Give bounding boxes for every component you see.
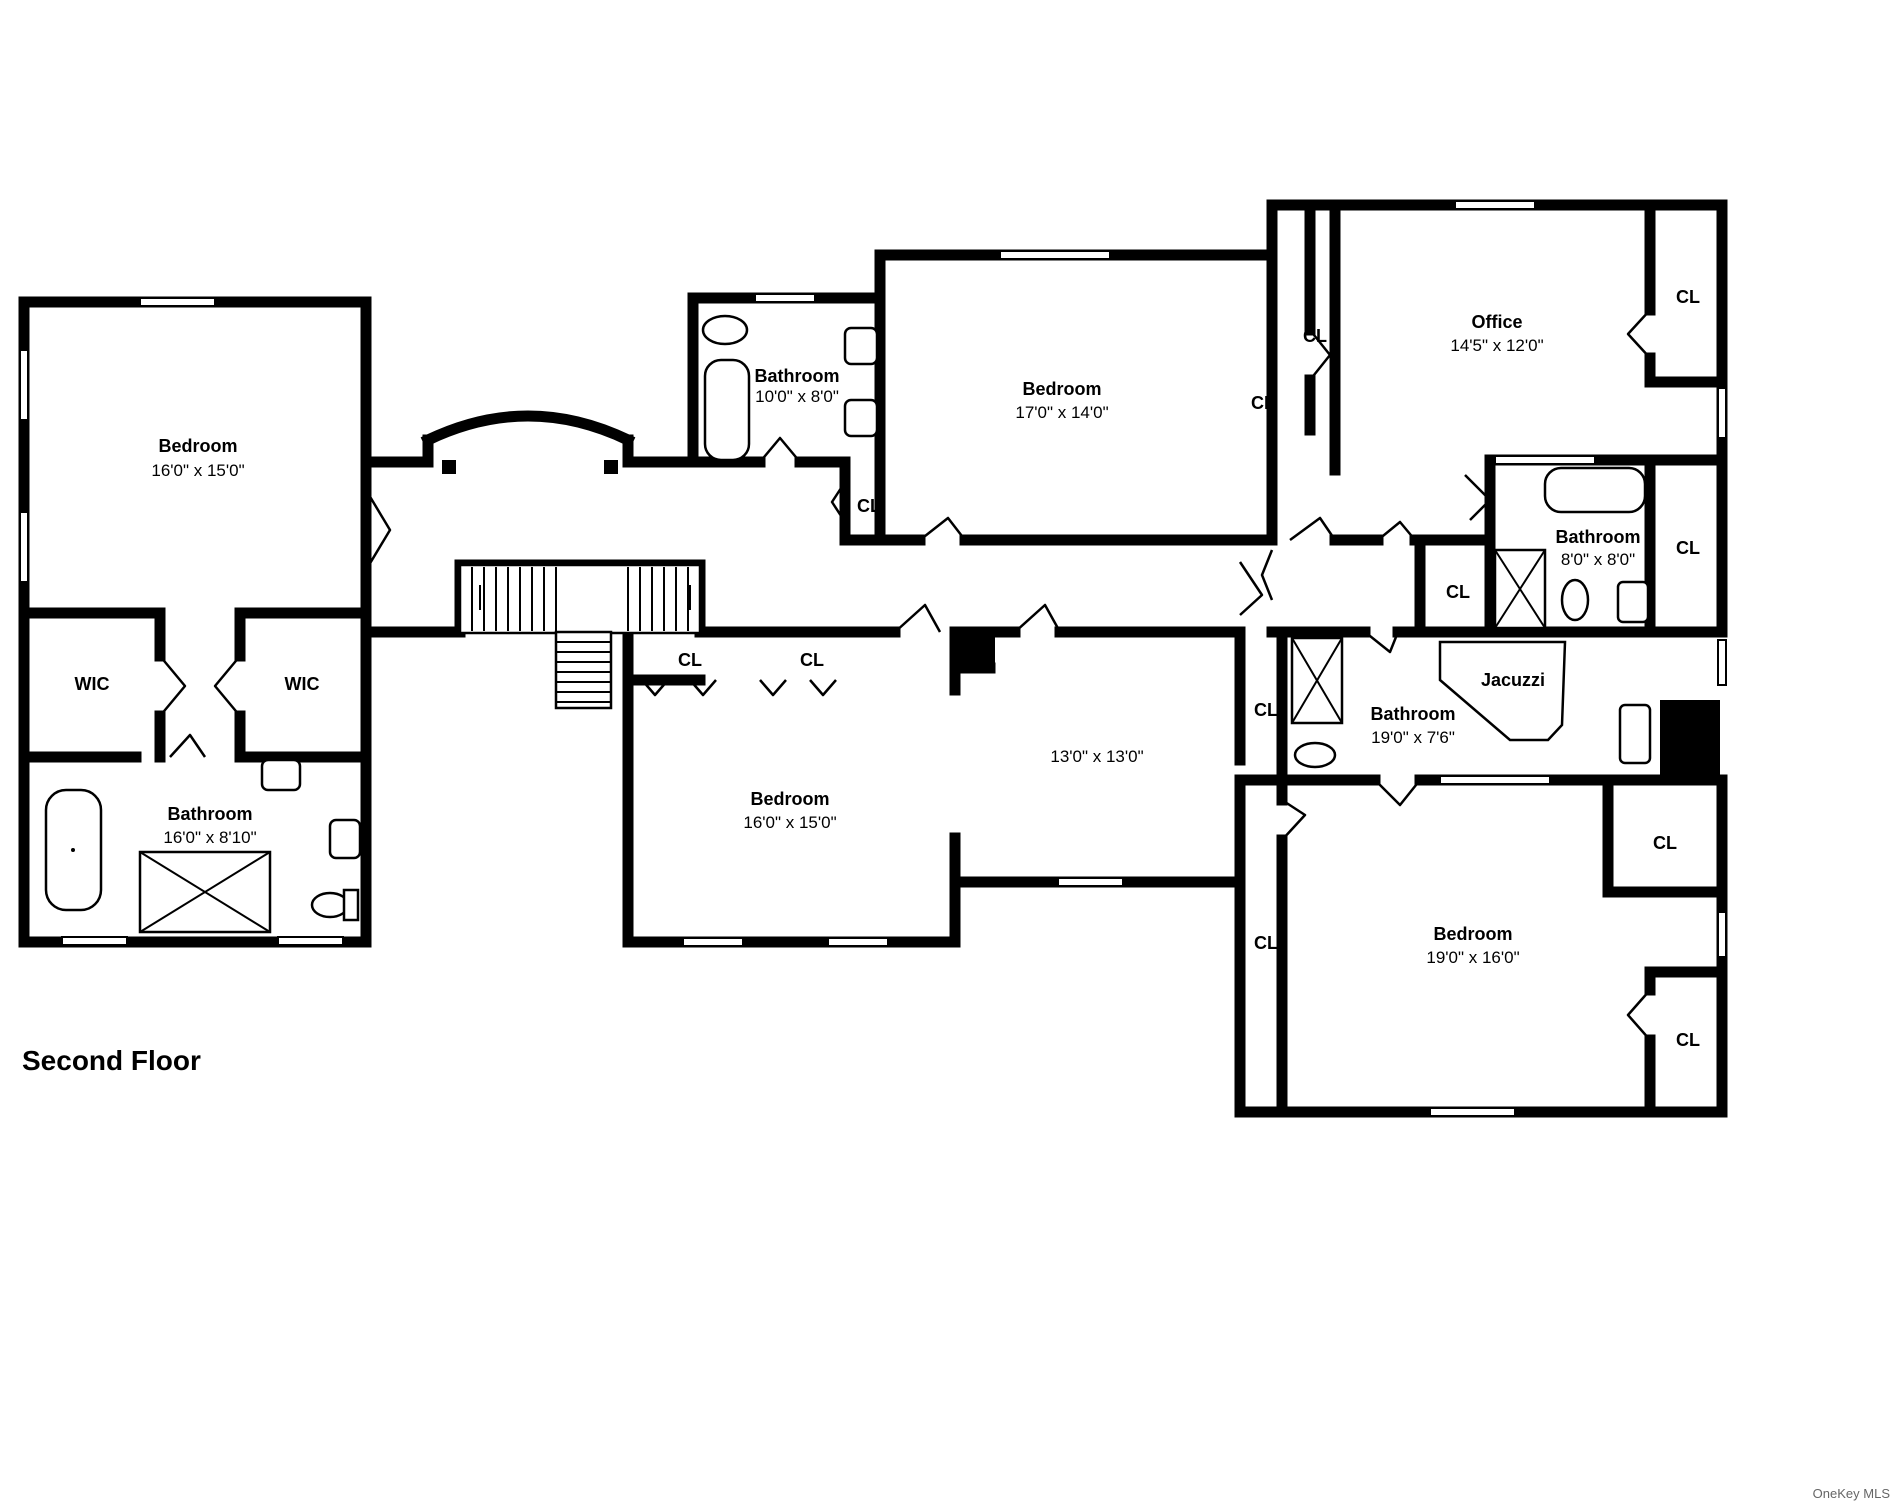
floor-title: Second Floor	[22, 1045, 201, 1076]
bedroom-south-label: Bedroom	[750, 789, 829, 809]
bath-office-label: Bathroom	[1556, 527, 1641, 547]
windows	[19, 200, 1727, 1117]
bedroom-left-label: Bedroom	[158, 436, 237, 456]
office-label: Office	[1471, 312, 1522, 332]
fixtures	[44, 314, 1652, 934]
room-labels: Bedroom 16'0" x 15'0" WIC WIC Bathroom 1…	[75, 312, 1641, 967]
bedroom-center-dim: 17'0" x 14'0"	[1015, 403, 1108, 422]
bedroom-left-dim: 16'0" x 15'0"	[151, 461, 244, 480]
watermark: OneKey MLS	[1813, 1486, 1891, 1501]
bedroom-south-dim: 16'0" x 15'0"	[743, 813, 836, 832]
closet-label: CL	[1254, 700, 1278, 720]
closet-label: CL	[1254, 933, 1278, 953]
staircase	[458, 563, 702, 710]
bath-left-dim: 16'0" x 8'10"	[163, 828, 256, 847]
closet-labels: CL CL CL CL CL CL CL CL CL CL CL CL	[678, 287, 1700, 1050]
sitting-dim: 13'0" x 13'0"	[1050, 747, 1143, 766]
column-blocks	[442, 460, 1720, 780]
closet-label: CL	[1446, 582, 1470, 602]
bedroom-right-dim: 19'0" x 16'0"	[1426, 948, 1519, 967]
closet-label: CL	[1653, 833, 1677, 853]
office-dim: 14'5" x 12'0"	[1450, 336, 1543, 355]
bath-master-label: Bathroom	[1371, 704, 1456, 724]
bedroom-right-label: Bedroom	[1433, 924, 1512, 944]
closet-label: CL	[1676, 287, 1700, 307]
bath-office-dim: 8'0" x 8'0"	[1561, 550, 1635, 569]
bath-master-dim: 19'0" x 7'6"	[1371, 728, 1455, 747]
bath-left-label: Bathroom	[168, 804, 253, 824]
wic-1-label: WIC	[75, 674, 110, 694]
closet-label: CL	[1676, 538, 1700, 558]
closet-label: CL	[1251, 393, 1275, 413]
closet-label: CL	[1676, 1030, 1700, 1050]
bath-small-label: Bathroom	[755, 366, 840, 386]
closet-label: CL	[678, 650, 702, 670]
wic-2-label: WIC	[285, 674, 320, 694]
closet-label: CL	[1303, 326, 1327, 346]
closet-label: CL	[800, 650, 824, 670]
jacuzzi-label: Jacuzzi	[1481, 670, 1545, 690]
doors	[159, 309, 1651, 1041]
bedroom-center-label: Bedroom	[1022, 379, 1101, 399]
bath-small-dim: 10'0" x 8'0"	[755, 387, 839, 406]
closet-label: CL	[857, 496, 881, 516]
